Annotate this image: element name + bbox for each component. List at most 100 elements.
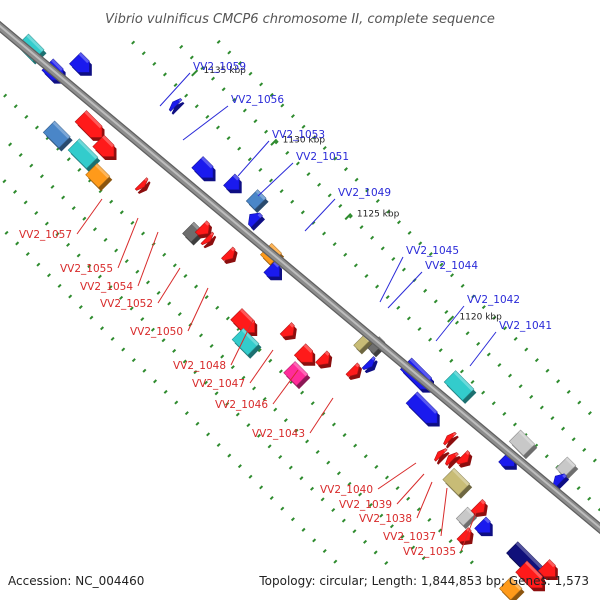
gene-feature[interactable] — [69, 52, 92, 76]
gene-feature[interactable] — [293, 343, 316, 366]
minor-tick — [582, 447, 587, 452]
gene-feature[interactable] — [42, 120, 73, 152]
gene-feature[interactable] — [552, 473, 570, 491]
gene-feature[interactable] — [92, 134, 117, 160]
minor-tick — [274, 140, 279, 145]
minor-tick — [310, 401, 315, 406]
minor-tick — [342, 433, 347, 438]
gene-label-vv2_1044[interactable]: VV2_1044 — [387, 260, 478, 309]
gene-feature[interactable] — [134, 177, 151, 194]
gene-label-vv2_1037[interactable]: VV2_1037 — [383, 487, 448, 543]
minor-tick — [545, 368, 550, 373]
gene-label-vv2_1050[interactable]: VV2_1050 — [130, 287, 209, 338]
gene-label-text: VV2_1057 — [19, 229, 72, 241]
gene-label-vv2_1053[interactable]: VV2_1053 — [237, 129, 325, 177]
leader-line — [249, 349, 274, 384]
gene-label-vv2_1047[interactable]: VV2_1047 — [192, 349, 274, 390]
gene-feature[interactable] — [443, 370, 477, 404]
minor-tick — [406, 496, 411, 501]
gene-feature[interactable] — [508, 429, 538, 460]
gene-feature[interactable] — [434, 448, 450, 465]
minor-tick — [257, 348, 262, 353]
gene-label-vv2_1049[interactable]: VV2_1049 — [304, 187, 391, 232]
leader-line — [304, 198, 336, 232]
gene-feature[interactable] — [85, 163, 113, 192]
gene-feature[interactable] — [455, 450, 473, 468]
gene-feature[interactable] — [191, 156, 216, 182]
gene-label-vv2_1052[interactable]: VV2_1052 — [100, 267, 181, 310]
gene-feature[interactable] — [515, 560, 545, 592]
gene-feature[interactable] — [263, 260, 282, 281]
gene-feature[interactable] — [245, 189, 269, 213]
minor-tick — [333, 559, 338, 564]
gene-feature[interactable] — [442, 467, 473, 499]
gene-label-vv2_1035[interactable]: VV2_1035 — [403, 509, 478, 558]
gene-feature[interactable] — [455, 506, 478, 530]
gene-label-vv2_1042[interactable]: VV2_1042 — [435, 294, 520, 342]
minor-tick — [444, 310, 449, 315]
gene-feature[interactable] — [200, 231, 217, 249]
gene-feature[interactable] — [168, 98, 185, 115]
minor-tick — [141, 231, 146, 236]
gene-label-vv2_1054[interactable]: VV2_1054 — [80, 231, 159, 293]
gene-label-vv2_1043[interactable]: VV2_1043 — [252, 397, 334, 440]
minor-tick — [476, 341, 481, 346]
gene-feature[interactable] — [315, 350, 333, 369]
minor-tick — [428, 252, 433, 257]
minor-tick — [269, 92, 274, 97]
minor-tick — [280, 506, 285, 511]
gene-feature[interactable] — [474, 516, 493, 537]
gene-feature[interactable] — [498, 576, 525, 600]
minor-tick — [326, 460, 331, 465]
minor-tick — [539, 405, 544, 410]
gene-label-text: VV2_1047 — [192, 378, 245, 390]
gene-feature[interactable] — [443, 431, 459, 449]
gene-feature[interactable] — [223, 173, 242, 194]
gene-feature[interactable] — [248, 212, 265, 231]
minor-tick — [172, 263, 177, 268]
minor-tick — [129, 306, 134, 311]
minor-tick — [259, 82, 264, 87]
gene-feature[interactable] — [405, 391, 440, 427]
gene-label-vv2_1041[interactable]: VV2_1041 — [469, 320, 552, 367]
gene-feature[interactable] — [221, 246, 238, 264]
gene-label-vv2_1045[interactable]: VV2_1045 — [379, 245, 459, 303]
gene-feature[interactable] — [74, 110, 105, 141]
gene-feature[interactable] — [279, 322, 297, 341]
gene-feature[interactable] — [361, 356, 378, 374]
minor-tick — [592, 458, 597, 463]
gene-label-vv2_1048[interactable]: VV2_1048 — [173, 319, 254, 372]
gene-label-vv2_1057[interactable]: VV2_1057 — [19, 198, 103, 241]
gene-feature[interactable] — [345, 362, 362, 380]
gene-feature[interactable] — [445, 452, 461, 470]
minor-tick — [162, 252, 167, 257]
gene-feature[interactable] — [230, 308, 258, 337]
gene-label-vv2_1046[interactable]: VV2_1046 — [215, 369, 299, 411]
gene-label-vv2_1039[interactable]: VV2_1039 — [339, 473, 425, 511]
gene-feature[interactable] — [67, 138, 101, 172]
gene-feature[interactable] — [231, 327, 262, 359]
minor-tick — [290, 114, 295, 119]
gene-label-vv2_1055[interactable]: VV2_1055 — [60, 217, 139, 275]
gene-feature[interactable] — [456, 527, 474, 546]
gene-label-vv2_1038[interactable]: VV2_1038 — [359, 481, 433, 525]
minor-tick — [18, 153, 23, 158]
minor-tick — [68, 294, 73, 299]
minor-tick — [386, 209, 391, 214]
gene-feature[interactable] — [194, 220, 212, 239]
minor-tick — [258, 167, 263, 172]
minor-tick — [347, 481, 352, 486]
gene-label-vv2_1040[interactable]: VV2_1040 — [320, 462, 417, 496]
minor-tick — [491, 401, 496, 406]
gene-label-vv2_1051[interactable]: VV2_1051 — [257, 151, 349, 197]
minor-tick — [417, 326, 422, 331]
minor-tick — [331, 422, 336, 427]
gene-label-vv2_1056[interactable]: VV2_1056 — [182, 94, 284, 141]
minor-tick — [246, 423, 251, 428]
leader-line — [257, 162, 294, 197]
gene-feature[interactable] — [537, 559, 558, 581]
minor-tick — [448, 539, 453, 544]
gene-label-vv2_1059[interactable]: VV2_1059 — [159, 61, 246, 107]
minor-tick — [25, 252, 30, 257]
gene-feature[interactable] — [470, 498, 488, 517]
